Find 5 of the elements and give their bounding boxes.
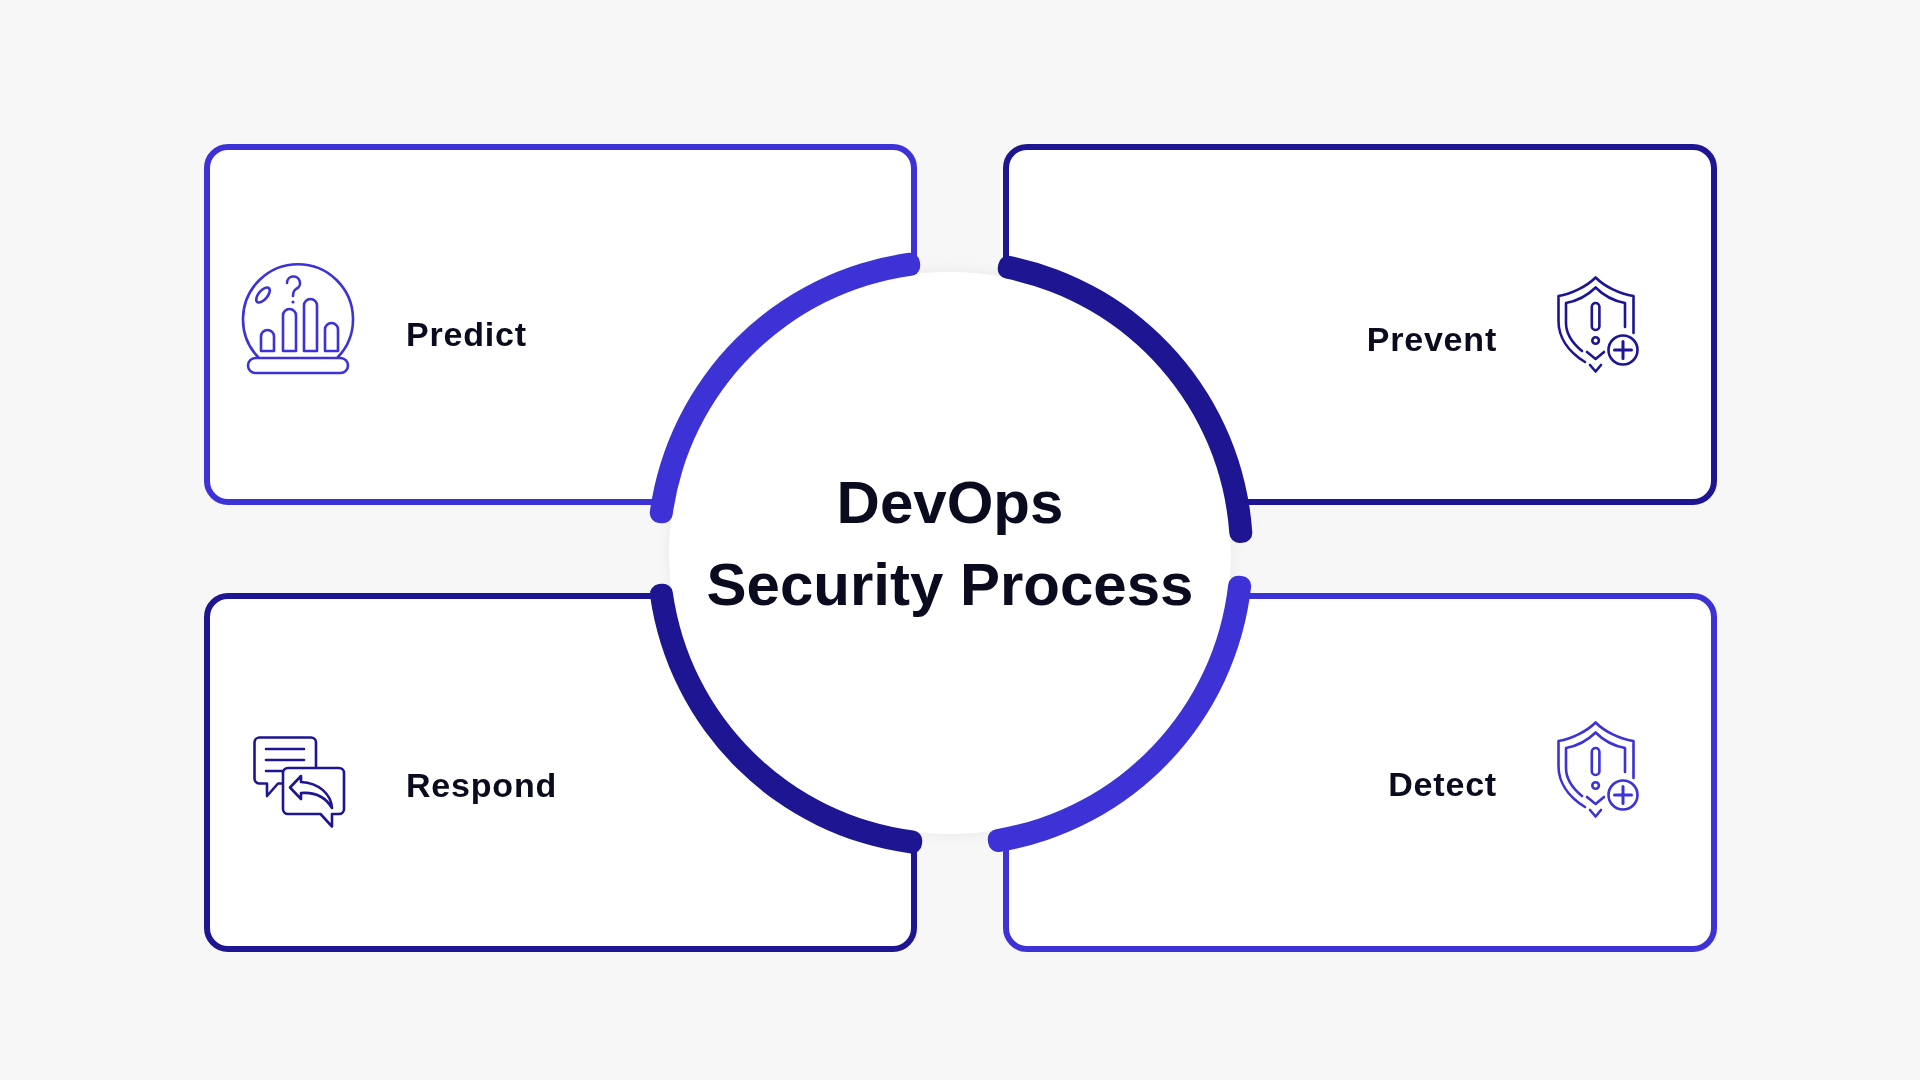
step-label: Prevent bbox=[1366, 319, 1497, 359]
hub-title: DevOps Security Process bbox=[706, 468, 1194, 620]
step-label: Respond bbox=[406, 765, 558, 805]
step-label: Predict bbox=[406, 314, 527, 354]
step-label: Detect bbox=[1388, 764, 1497, 804]
